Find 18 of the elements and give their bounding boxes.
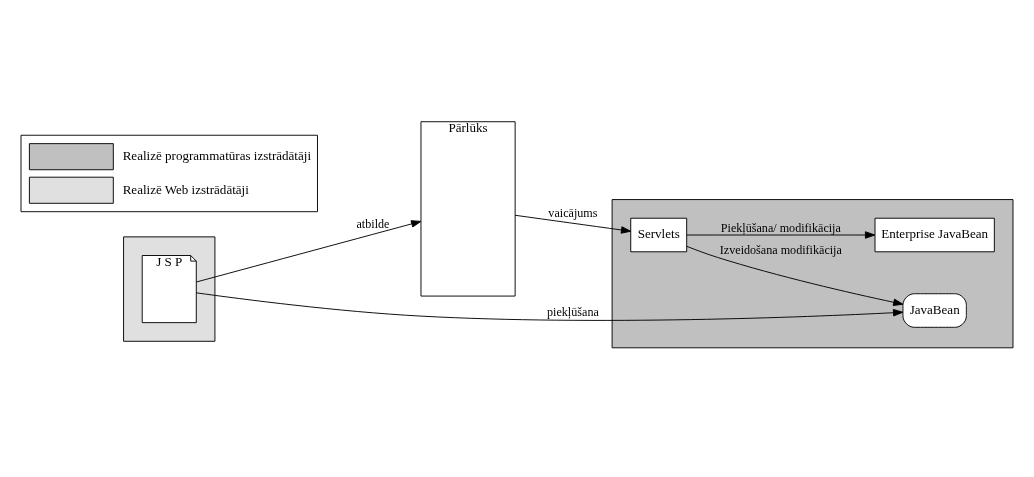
node-box: Pārlūks: [420, 121, 516, 297]
node-box: Enterprise JavaBean: [874, 217, 995, 253]
legend-label: Realizē programmatūras izstrādātāji: [122, 148, 312, 164]
arrow: [686, 245, 904, 306]
node-box: JavaBean: [902, 293, 967, 328]
cluster: [123, 236, 216, 342]
edge-label: piekļūšana: [547, 305, 599, 320]
cluster: [611, 199, 1014, 349]
node-box: Servlets: [630, 217, 688, 253]
arrow: [196, 292, 904, 321]
legend-label: Realizē Web izstrādātāji: [122, 181, 249, 197]
edge-label: vaicājums: [548, 205, 598, 220]
edge-label: Izveidošana modifikācija: [719, 243, 842, 258]
arrow: [686, 231, 876, 239]
arrow: [514, 214, 632, 234]
edge-label: atbilde: [356, 216, 390, 231]
edge-label: Piekļūšana/ modifikācija: [720, 220, 841, 235]
arrow: [196, 220, 422, 283]
